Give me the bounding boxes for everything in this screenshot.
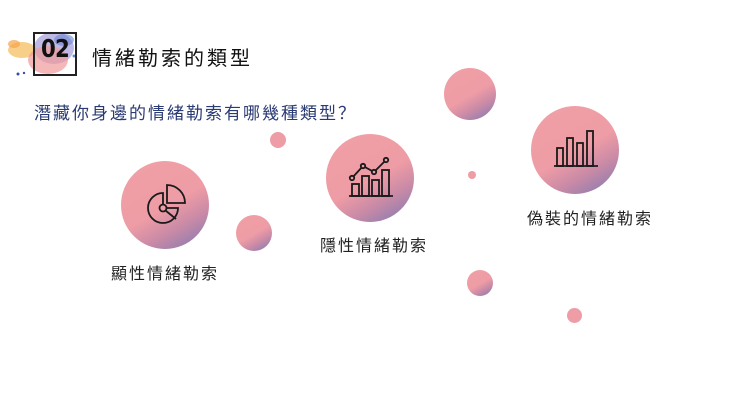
decorative-dot [468,171,476,179]
section-number: 02 [41,34,70,63]
decorative-dot [270,132,286,148]
bar-chart-icon [554,130,598,167]
type-card-implicit [326,134,414,222]
type-card-explicit [121,161,209,249]
type-label-implicit: 隱性情緒勒索 [320,236,429,255]
section-number-box [33,32,77,76]
type-label-disguised: 偽裝的情緒勒索 [527,209,654,228]
type-label-explicit: 顯性情緒勒索 [111,264,220,283]
decorative-circle [236,215,272,251]
paint-splash-decoration [8,32,76,76]
page-title: 情緒勒索的類型 [92,46,253,70]
type-card-disguised [531,106,619,194]
page-subtitle: 潛藏你身邊的情緒勒索有哪幾種類型？ [34,104,357,124]
pie-chart-icon [147,184,186,224]
decorative-circle [444,68,496,120]
decorative-dot [567,308,582,323]
line-bar-chart-icon [348,156,393,197]
decorative-circle [467,270,493,296]
